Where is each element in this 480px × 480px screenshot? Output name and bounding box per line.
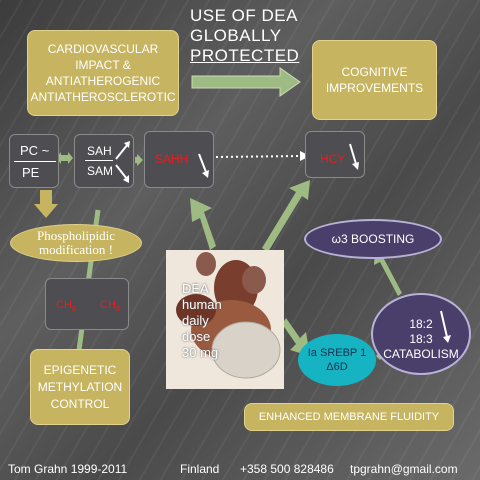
dea-line-1: DEA <box>182 281 209 296</box>
cardiovascular-box: CARDIOVASCULAR IMPACT & ANTIATHEROGENIC … <box>27 30 179 116</box>
arrow-sam-to-pcpe <box>56 152 73 164</box>
dea-line-4: dose <box>182 329 211 344</box>
sam-label: SAM <box>87 164 114 178</box>
arrow-catab-to-omega <box>374 248 402 296</box>
footer: Tom Grahn 1999-2011 Finland +358 500 828… <box>0 458 480 480</box>
dea-pills-illustration <box>176 252 281 379</box>
cognitive-box: COGNITIVE IMPROVEMENTS <box>312 40 437 120</box>
epigen-line-2: METHYLATION <box>37 379 123 394</box>
hcy-label: HCY <box>320 152 346 166</box>
methyl-a-sub: 3 <box>71 306 76 314</box>
pe-label: PE <box>22 165 40 180</box>
footer-phone: +358 500 828486 <box>240 462 334 476</box>
title-line-3: PROTECTED <box>190 46 300 65</box>
sahh-down-arrow-icon <box>198 153 209 178</box>
dea-photo <box>166 250 284 389</box>
arrow-pcpe-to-phospho <box>34 190 58 218</box>
epigen-line-1: EPIGENETIC <box>43 362 117 377</box>
srebp-line-2: Δ6D <box>326 361 348 373</box>
membrane-fluidity-box: ENHANCED MEMBRANE FLUIDITY <box>244 403 454 431</box>
cognitive-line-2: IMPROVEMENTS <box>325 81 424 95</box>
catab-line-1: 18:2 <box>409 317 433 331</box>
sahh-label: SAHH <box>155 152 189 166</box>
phospholipidic-modification-ellipse: Phospholipidic modification ! <box>10 224 142 262</box>
cardio-line-4: ANTIATHEROSCLEROTIC <box>30 90 176 104</box>
dea-line-3: daily <box>182 313 209 328</box>
sah-sam-box: SAH SAM <box>74 134 134 188</box>
hcy-box: HCY <box>305 131 365 178</box>
arrow-dea-to-sahh <box>190 198 216 250</box>
pc-pe-box: PC ~ PE <box>9 134 59 188</box>
methyl-b-label: CH <box>100 299 116 311</box>
sahh-box: SAHH <box>144 131 214 188</box>
arrow-sahh-to-sah <box>135 154 143 166</box>
methyl-b-sub: 3 <box>115 306 120 314</box>
catab-line-3: CATABOLISM <box>383 347 459 361</box>
cognitive-line-1: COGNITIVE <box>341 65 408 79</box>
dea-dose-label: DEA human daily dose 30 mg <box>182 281 242 361</box>
dea-line-5: 30 mg <box>182 345 219 360</box>
hcy-down-arrow-icon <box>349 143 359 170</box>
footer-country: Finland <box>180 462 220 476</box>
srebp-line-1: Ia SREBP 1 <box>307 347 367 359</box>
dashed-sahh-to-hcy <box>215 155 301 158</box>
footer-author: Tom Grahn 1999-2011 <box>8 462 128 476</box>
srebp-ellipse: Ia SREBP 1 Δ6D <box>298 334 376 386</box>
sah-label: SAH <box>87 144 112 158</box>
pc-pe-divider <box>14 161 56 162</box>
title-line-1: USE OF DEA <box>190 6 298 25</box>
footer-email[interactable]: tpgrahn@gmail.com <box>350 462 458 476</box>
catab-down-arrow-icon <box>440 310 451 343</box>
methyl-b: CH3 <box>100 299 120 313</box>
methyl-a-label: CH <box>56 299 72 311</box>
epigen-line-3: CONTROL <box>50 396 110 411</box>
pc-label: PC ~ <box>20 143 50 158</box>
catabolism-ellipse: 18:2 18:3 CATABOLISM <box>371 293 471 375</box>
title-line-2: GLOBALLY <box>190 26 282 45</box>
omega-label: ω3 BOOSTING <box>331 232 415 246</box>
arrow-to-cognitive <box>191 67 301 97</box>
omega3-boosting-ellipse: ω3 BOOSTING <box>304 219 442 259</box>
phospho-line-1: Phospholipidic <box>36 228 115 243</box>
cardio-line-3: ANTIATHEROGENIC <box>45 74 161 88</box>
dea-line-2: human <box>182 297 222 312</box>
cardio-line-2: IMPACT & <box>75 58 131 72</box>
diagram-title: USE OF DEA GLOBALLY PROTECTED <box>190 6 310 66</box>
cardio-line-1: CARDIOVASCULAR <box>47 42 159 56</box>
epigenetic-box: EPIGENETIC METHYLATION CONTROL <box>30 349 130 425</box>
sah-sam-arrows-icon <box>115 141 130 183</box>
catab-line-2: 18:3 <box>409 332 433 346</box>
sah-sam-divider <box>85 160 113 161</box>
methyl-groups-box: CH3 CH3 <box>45 278 129 330</box>
arrow-dea-to-hcy <box>262 180 310 252</box>
fluid-label: ENHANCED MEMBRANE FLUIDITY <box>258 411 440 423</box>
methyl-a: CH3 <box>56 299 76 313</box>
phospho-line-2: modification ! <box>38 242 113 257</box>
